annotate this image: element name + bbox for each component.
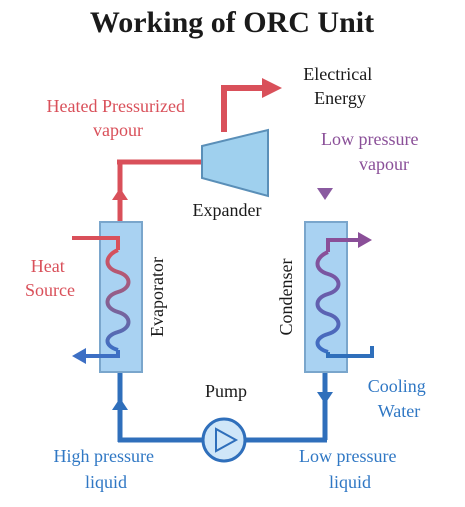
heat-source-outlet-arrow xyxy=(72,348,86,364)
cooling-water-label: Cooling Water xyxy=(368,376,431,421)
condenser-coil xyxy=(315,250,341,354)
low-pressure-vapour-label: Low pressure vapour xyxy=(321,129,423,174)
heat-source-inlet xyxy=(72,236,120,250)
cooling-water-inlet xyxy=(326,346,374,358)
electrical-arrow xyxy=(262,78,282,98)
evaporator-label: Evaporator xyxy=(147,257,167,337)
flow-arrow-up-hot xyxy=(112,188,128,200)
expander-turbine xyxy=(201,128,269,198)
flow-arrow-up-liquid xyxy=(112,398,128,410)
pipe-electrical-output xyxy=(221,85,262,132)
evaporator-body xyxy=(99,221,143,373)
condenser-label: Condenser xyxy=(276,259,296,336)
flow-arrow-down-vapour xyxy=(317,188,333,200)
pump-label: Pump xyxy=(205,381,247,401)
high-pressure-liquid-label: High pressure liquid xyxy=(54,446,159,492)
heat-source-label: Heat Source xyxy=(25,256,75,300)
cooling-water-outlet-arrow xyxy=(358,232,372,248)
evaporator-coil xyxy=(105,248,131,352)
pump-icon xyxy=(215,427,239,453)
flow-arrow-down-liquid xyxy=(317,392,333,404)
cooling-water-outlet xyxy=(326,238,360,252)
heat-source-outlet xyxy=(84,350,120,358)
diagram-title: Working of ORC Unit xyxy=(90,6,374,39)
expander-label: Expander xyxy=(193,200,262,220)
electrical-energy-label: Electrical Energy xyxy=(303,64,376,108)
low-pressure-liquid-label: Low pressure liquid xyxy=(299,446,401,492)
heated-vapour-label: Heated Pressurized vapour xyxy=(47,96,190,140)
